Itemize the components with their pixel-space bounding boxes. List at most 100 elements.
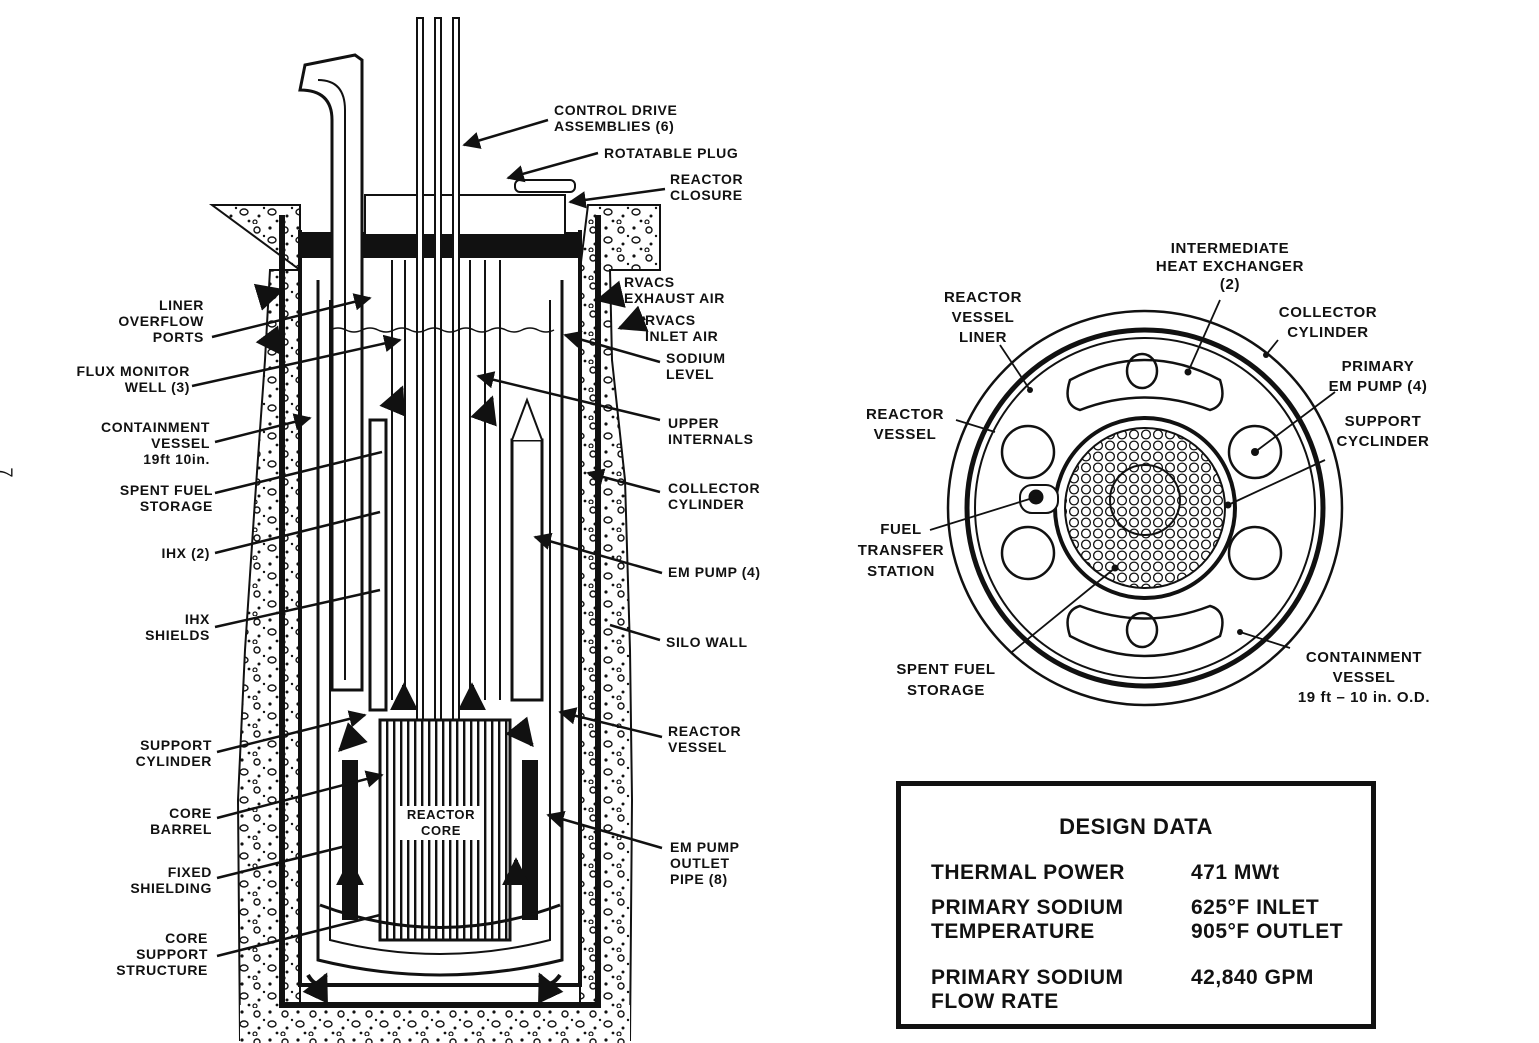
label-silo-wall: SILO WALL xyxy=(666,634,748,650)
label-line: (2) xyxy=(1219,276,1241,293)
label-line: CONTAINMENT xyxy=(101,419,210,435)
value-line: 42,840 GPM xyxy=(1191,966,1314,989)
label-line: STORAGE xyxy=(906,682,986,699)
label-line: INTERMEDIATE xyxy=(1170,240,1290,257)
label-line: SPENT FUEL xyxy=(119,482,213,498)
containment-vessel xyxy=(279,215,601,1008)
label-reactor-closure: REACTOR CLOSURE xyxy=(670,171,743,203)
design-data-title: DESIGN DATA xyxy=(1059,814,1213,839)
upper-internals xyxy=(391,260,501,700)
label-line: IHX xyxy=(184,611,210,627)
label-line: EXHAUST AIR xyxy=(624,290,725,306)
label-line: SHIELDS xyxy=(145,627,210,643)
label-line: ASSEMBLIES (6) xyxy=(554,118,675,134)
label-line: FLUX MONITOR xyxy=(76,363,190,379)
plan-label-spent-fuel-storage: SPENT FUEL STORAGE xyxy=(888,659,1004,701)
label-line: STORAGE xyxy=(139,498,213,514)
label-line: FUEL xyxy=(880,521,922,538)
collector-cylinder xyxy=(316,280,564,977)
plan-ihx-top xyxy=(1066,358,1224,412)
silo-wall-left xyxy=(208,204,301,1041)
design-data-value: 625°F INLET 905°F OUTLET xyxy=(1191,896,1391,944)
key-line: TEMPERATURE xyxy=(931,920,1095,943)
label-line: 19ft 10in. xyxy=(143,451,210,467)
label-line: CYLINDER xyxy=(1287,324,1369,341)
label-liner-overflow-ports: LINER OVERFLOW PORTS xyxy=(104,297,204,345)
em-pump-top xyxy=(511,397,543,441)
em-pump-unit xyxy=(510,438,544,702)
plan-inner-core xyxy=(1109,464,1181,536)
label-line: SHIELDING xyxy=(130,880,212,896)
plan-em-pump-4 xyxy=(1227,525,1283,581)
label-line: EM PUMP (4) xyxy=(668,564,761,580)
plan-containment-vessel xyxy=(946,309,1344,707)
plan-ihx-bottom xyxy=(1066,604,1224,658)
label-rotatable-plug: ROTATABLE PLUG xyxy=(604,145,738,161)
label-line: CYCLINDER xyxy=(1336,433,1430,450)
label-line: CYLINDER xyxy=(135,753,212,769)
label-line: SUPPORT xyxy=(136,946,208,962)
plan-label-reactor-vessel: REACTOR VESSEL xyxy=(850,405,960,445)
plan-label-primary-em-pump: PRIMARY EM PUMP (4) xyxy=(1318,357,1438,397)
design-data-value: 42,840 GPM xyxy=(1191,966,1391,990)
control-drive-rods xyxy=(416,17,460,739)
label-flux-monitor-well: FLUX MONITOR WELL (3) xyxy=(70,363,190,395)
plan-label-intermediate-heat-exchanger: INTERMEDIATE HEAT EXCHANGER (2) xyxy=(1140,240,1320,294)
label-line: OUTLET xyxy=(670,855,730,871)
label-line: PRIMARY xyxy=(1341,358,1415,375)
label-line: 19 ft – 10 in. O.D. xyxy=(1297,689,1431,706)
sodium-level xyxy=(329,327,555,333)
label-line: ROTATABLE PLUG xyxy=(604,145,739,161)
label-line: LINER xyxy=(959,329,1007,346)
key-line: FLOW RATE xyxy=(931,990,1059,1013)
key-line: PRIMARY SODIUM xyxy=(931,896,1124,919)
label-containment-vessel: CONTAINMENT VESSEL 19ft 10in. xyxy=(70,419,210,467)
label-line: REACTOR xyxy=(670,171,744,187)
core-support-structure xyxy=(319,903,561,929)
value-line: 905°F OUTLET xyxy=(1191,920,1344,943)
plan-label-support-cylinder: SUPPORT CYCLINDER xyxy=(1318,412,1448,452)
label-line: REACTOR xyxy=(668,723,742,739)
label-line: SUPPORT xyxy=(140,737,212,753)
value-line: 471 MWt xyxy=(1191,861,1280,884)
plan-em-pump-3 xyxy=(1227,424,1283,480)
design-data-key: PRIMARY SODIUM FLOW RATE xyxy=(931,966,1181,1014)
plan-reactor-vessel xyxy=(964,327,1326,689)
rotatable-plug xyxy=(364,194,566,236)
plan-label-reactor-vessel-liner: REACTOR VESSEL LINER xyxy=(928,288,1038,348)
key-line: THERMAL POWER xyxy=(931,861,1125,884)
label-line: SUPPORT xyxy=(1344,413,1422,430)
leader-lines-right xyxy=(462,118,666,850)
flow-arrows xyxy=(253,280,649,1004)
label-line: CORE xyxy=(165,930,208,946)
label-rvacs-exhaust-air: RVACS EXHAUST AIR xyxy=(624,274,725,306)
design-data-table: DESIGN DATA THERMAL POWER 471 MWt PRIMAR… xyxy=(896,781,1376,1029)
label-spent-fuel-storage: SPENT FUEL STORAGE xyxy=(90,482,213,514)
label-line: LEVEL xyxy=(666,366,715,382)
label-core-barrel: CORE BARREL xyxy=(110,805,212,837)
leader-lines-left xyxy=(191,293,402,958)
label-control-drive-assemblies: CONTROL DRIVE ASSEMBLIES (6) xyxy=(554,102,677,134)
label-ihx: IHX (2) xyxy=(110,545,210,561)
label-line: RVACS xyxy=(645,312,696,328)
plan-label-fuel-transfer-station: FUEL TRANSFER STATION xyxy=(842,519,960,582)
value-line: 625°F INLET xyxy=(1191,896,1320,919)
label-line: VESSEL xyxy=(1332,669,1396,686)
label-reactor-core: REACTOR CORE xyxy=(398,807,484,839)
label-line: REACTOR xyxy=(406,807,476,822)
label-fixed-shielding: FIXED SHIELDING xyxy=(100,864,212,896)
label-line: STATION xyxy=(867,563,935,580)
key-line: PRIMARY SODIUM xyxy=(931,966,1124,989)
ihx-unit xyxy=(368,418,388,712)
label-line: STRUCTURE xyxy=(116,962,208,978)
label-line: VESSEL xyxy=(151,435,210,451)
label-line: SODIUM xyxy=(666,350,726,366)
label-line: EM PUMP xyxy=(670,839,740,855)
label-core-support-structure: CORE SUPPORT STRUCTURE xyxy=(90,930,208,978)
label-line: INLET AIR xyxy=(645,328,719,344)
silo-floor xyxy=(240,1005,630,1043)
ihx-pipe xyxy=(298,53,364,692)
label-line: COLLECTOR xyxy=(1278,304,1378,321)
plan-em-pump-2 xyxy=(1000,525,1056,581)
core-label-bg xyxy=(398,806,484,840)
